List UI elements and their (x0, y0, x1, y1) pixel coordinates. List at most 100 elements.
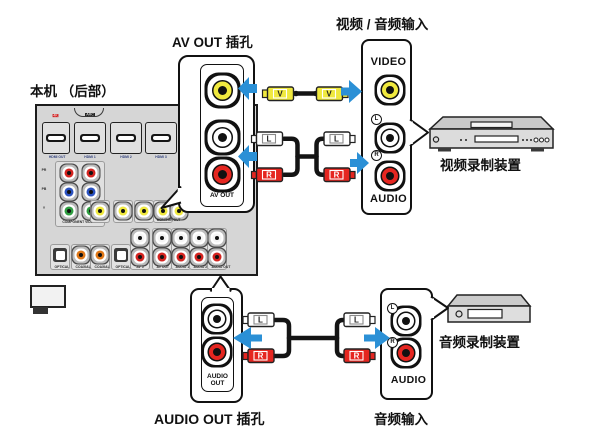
av-out-jacks-label: AV OUT 插孔 (172, 35, 253, 50)
power-button-icon (432, 136, 440, 143)
component-row-label: PR (41, 168, 47, 172)
hdmi-port (145, 122, 177, 154)
plug-tip (242, 315, 249, 325)
av-out-callout: AV OUT (178, 55, 255, 213)
audio-plug-r (343, 348, 371, 364)
port-label: COAXIAL (94, 265, 110, 269)
rca-jack-component (89, 190, 93, 194)
rca-jack-audio-l (179, 236, 183, 240)
audio-recorder-device (446, 294, 532, 323)
rca-jack-video (142, 209, 146, 213)
rca-jack-component (89, 171, 93, 175)
plug-tip (261, 89, 269, 99)
rca-jack-video (121, 209, 125, 213)
rca-jack-audio-r (138, 255, 142, 259)
display-icon (474, 135, 519, 143)
jack-strip (152, 228, 172, 270)
audio-recorder-label: 音频录制装置 (439, 335, 520, 350)
rca-jack-audio-l (138, 236, 142, 240)
rca-jack-audio-r-red (213, 348, 221, 356)
hdmi-icon (46, 134, 66, 142)
component-row-label: Y (42, 206, 46, 210)
audio-plug-l (255, 131, 284, 147)
plug-tip (341, 89, 349, 99)
plug-tip (242, 351, 249, 361)
video-cable: V V (261, 86, 349, 102)
port-label: AUDIO OUT (211, 265, 231, 269)
jack-strip (189, 228, 209, 270)
rca-jack-video (161, 209, 165, 213)
audio-cable-top: L R L R (250, 131, 356, 183)
rca-jack-audio-l (160, 236, 164, 240)
port-label: COAXIAL (75, 265, 91, 269)
audio-input-label: 音频输入 (374, 412, 428, 427)
plug-letter: L (267, 135, 272, 144)
rca-jack-audio-r (197, 255, 201, 259)
optical-port (53, 248, 67, 262)
rca-jack-video-yellow (386, 86, 394, 94)
audio-plug-r (255, 167, 284, 183)
r-channel-badge: R (387, 337, 398, 348)
jack-strip (90, 244, 110, 270)
hdmi-port (74, 122, 106, 154)
rca-jack-audio-l-white (213, 315, 221, 323)
r-channel-badge: R (371, 150, 382, 161)
rca-jack-video (98, 209, 102, 213)
plug-letter: R (266, 171, 272, 180)
rca-jack-audio-r (215, 255, 219, 259)
unit-rear-label: 本机 （后部） (30, 84, 115, 99)
video-recorder-label: 视频录制装置 (440, 158, 521, 173)
l-channel-badge: L (387, 303, 398, 314)
hdmi-port (110, 122, 142, 154)
l-channel-badge: L (371, 114, 382, 125)
audio-cable-bottom: L R L R (242, 312, 376, 364)
port-label: AV OUT (156, 265, 169, 269)
audio-input-callout: L R AUDIO (380, 288, 433, 400)
hdmi-port-label: HDMI 2 (120, 155, 132, 159)
hdmi-arc-tag: ARC (85, 113, 95, 117)
plug-tip (349, 134, 356, 144)
rca-jack-audio-r (179, 255, 183, 259)
video-audio-input-callout: VIDEO L R AUDIO (361, 39, 412, 215)
audio-plug-r (247, 348, 275, 364)
receiver-foot (33, 307, 48, 314)
jack-strip (207, 228, 227, 270)
hdmi-icon (80, 134, 100, 142)
plug-letter: L (258, 316, 263, 325)
video-recorder-device (428, 116, 555, 152)
rca-jack-video-yellow (217, 85, 227, 95)
power-button-icon (455, 310, 463, 318)
optical-port (114, 248, 128, 262)
plug-letter: L (354, 316, 359, 325)
video-audio-input-label: 视频 / 音频输入 (336, 17, 429, 32)
plug-letter: V (326, 90, 332, 99)
audio-out-callout: AUDIO OUT (190, 288, 243, 403)
rca-jack-audio-r (160, 255, 164, 259)
rca-jack-audio-l-white (386, 134, 394, 142)
port-label: AUDIO 1 (175, 265, 190, 269)
plug-tip (369, 351, 376, 361)
component-row-label: PB (41, 187, 47, 191)
plug-tip (369, 315, 376, 325)
plug-letter: R (258, 352, 264, 361)
video-input-label: VIDEO (370, 56, 407, 68)
rca-jack-component (67, 171, 71, 175)
av-out-jack-label: AV OUT (209, 192, 235, 199)
rca-jack-audio-r-red (386, 172, 394, 180)
hdmi-4k-tag: 4K (52, 114, 59, 117)
arrow-right-icon (341, 80, 362, 103)
rca-jack-video (177, 209, 181, 213)
audio-plug-l (323, 131, 351, 147)
plug-letter: L (334, 135, 339, 144)
hdmi-port (42, 122, 70, 154)
hdmi-port-label: HDMI OUT (48, 155, 66, 159)
jack-strip (130, 228, 150, 270)
hdmi-icon (151, 134, 171, 142)
rca-jack-audio-r-red (217, 169, 227, 179)
component-video-label: COMPONENT VIDEO (62, 220, 96, 224)
rca-jack-component (67, 209, 71, 213)
rca-jack-audio-l-white (402, 317, 410, 325)
video-plug (266, 86, 295, 102)
rca-jack-audio-l (215, 236, 219, 240)
jack-strip (171, 228, 191, 270)
